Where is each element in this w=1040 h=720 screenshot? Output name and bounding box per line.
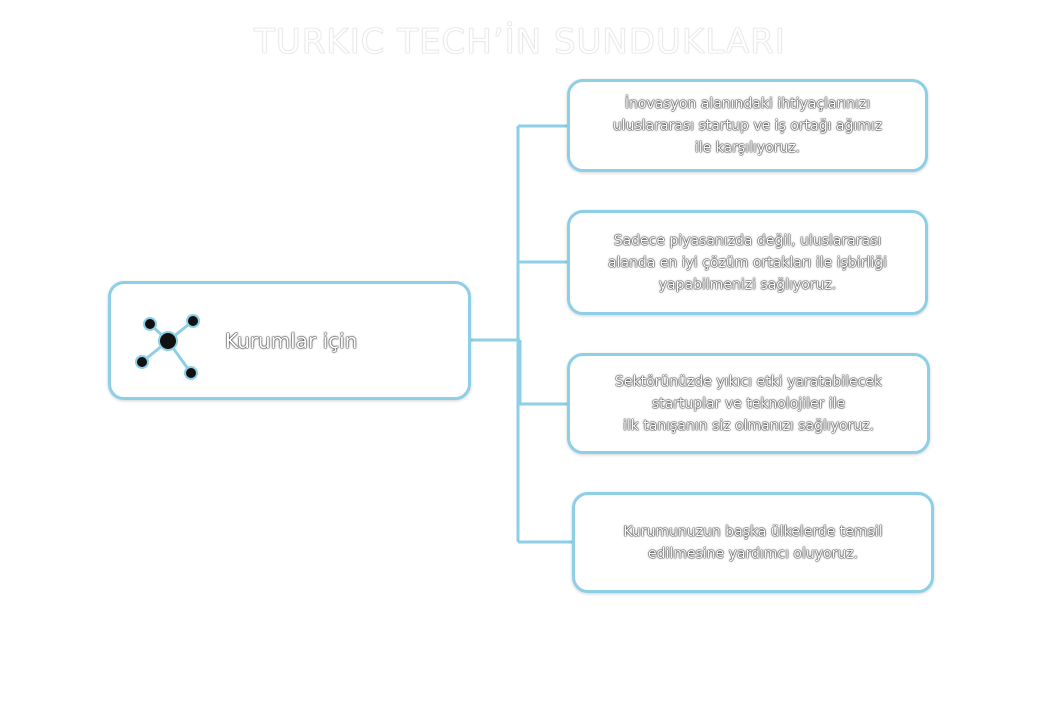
offer-text-2: Sadece piyasanızda değil, uluslararası a…	[607, 232, 888, 293]
main-node-label: Kurumlar için	[225, 328, 358, 353]
network-icon	[135, 313, 200, 380]
page-title: TURKIC TECH’İN SUNDUKLARI	[254, 22, 786, 63]
offer-text-3: Sektörünüzde yıkıcı etki yaratabilecek s…	[614, 373, 883, 434]
offer-box-4: Kurumunuzun başka ülkelerde temsil edilm…	[572, 492, 934, 593]
connector-branch-3	[518, 340, 567, 406]
offer-box-2: Sadece piyasanızda değil, uluslararası a…	[567, 210, 928, 315]
offer-box-3: Sektörünüzde yıkıcı etki yaratabilecek s…	[567, 353, 930, 454]
offer-box-1: İnovasyon alanındaki ihtiyaçlarınızı ulu…	[567, 79, 928, 172]
main-node-box: Kurumlar için	[108, 281, 471, 400]
offer-text-1: İnovasyon alanındaki ihtiyaçlarınızı ulu…	[612, 95, 883, 156]
offer-text-4: Kurumunuzun başka ülkelerde temsil edilm…	[623, 523, 883, 562]
